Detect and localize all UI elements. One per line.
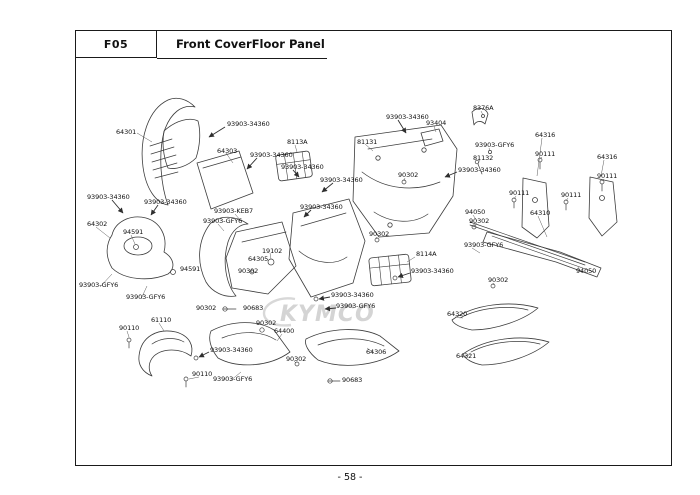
bracket-8113a: [275, 150, 313, 182]
fasteners: [126, 150, 605, 388]
front-fender-61110: [138, 330, 193, 377]
page-title: Front CoverFloor Panel: [176, 37, 325, 51]
clamp-8376a: [471, 108, 489, 126]
bracket-64316-right: [588, 176, 618, 237]
bracket-64316-left: [521, 177, 550, 239]
rod-94050: [469, 221, 586, 266]
callout-arrows: [111, 119, 458, 358]
floor-panel-center: [288, 198, 366, 298]
watermark-text: KYMCO: [280, 302, 375, 327]
inner-cover-81131: [352, 124, 458, 238]
floor-rail-64310: [482, 231, 602, 278]
bracket-8114a: [368, 253, 412, 287]
under-cover-64400: [209, 322, 291, 366]
kymco-watermark: KYMCO: [262, 297, 375, 327]
front-cover-64302: [106, 216, 174, 280]
windshield-garnish-64303: [196, 150, 254, 210]
side-trim-64321: [462, 337, 550, 366]
duct-strip: [199, 216, 249, 297]
leader-lines: [95, 110, 605, 382]
page-border: [75, 30, 672, 466]
front-cover-64301: [141, 97, 201, 206]
section-code: F05: [75, 30, 157, 58]
bracket-93404: [420, 128, 444, 147]
side-trim-64320: [451, 303, 539, 331]
under-cover-64306: [305, 329, 400, 366]
floor-board-64305: [225, 221, 297, 295]
title-underline: [157, 58, 327, 59]
page-number: - 58 -: [337, 472, 363, 483]
